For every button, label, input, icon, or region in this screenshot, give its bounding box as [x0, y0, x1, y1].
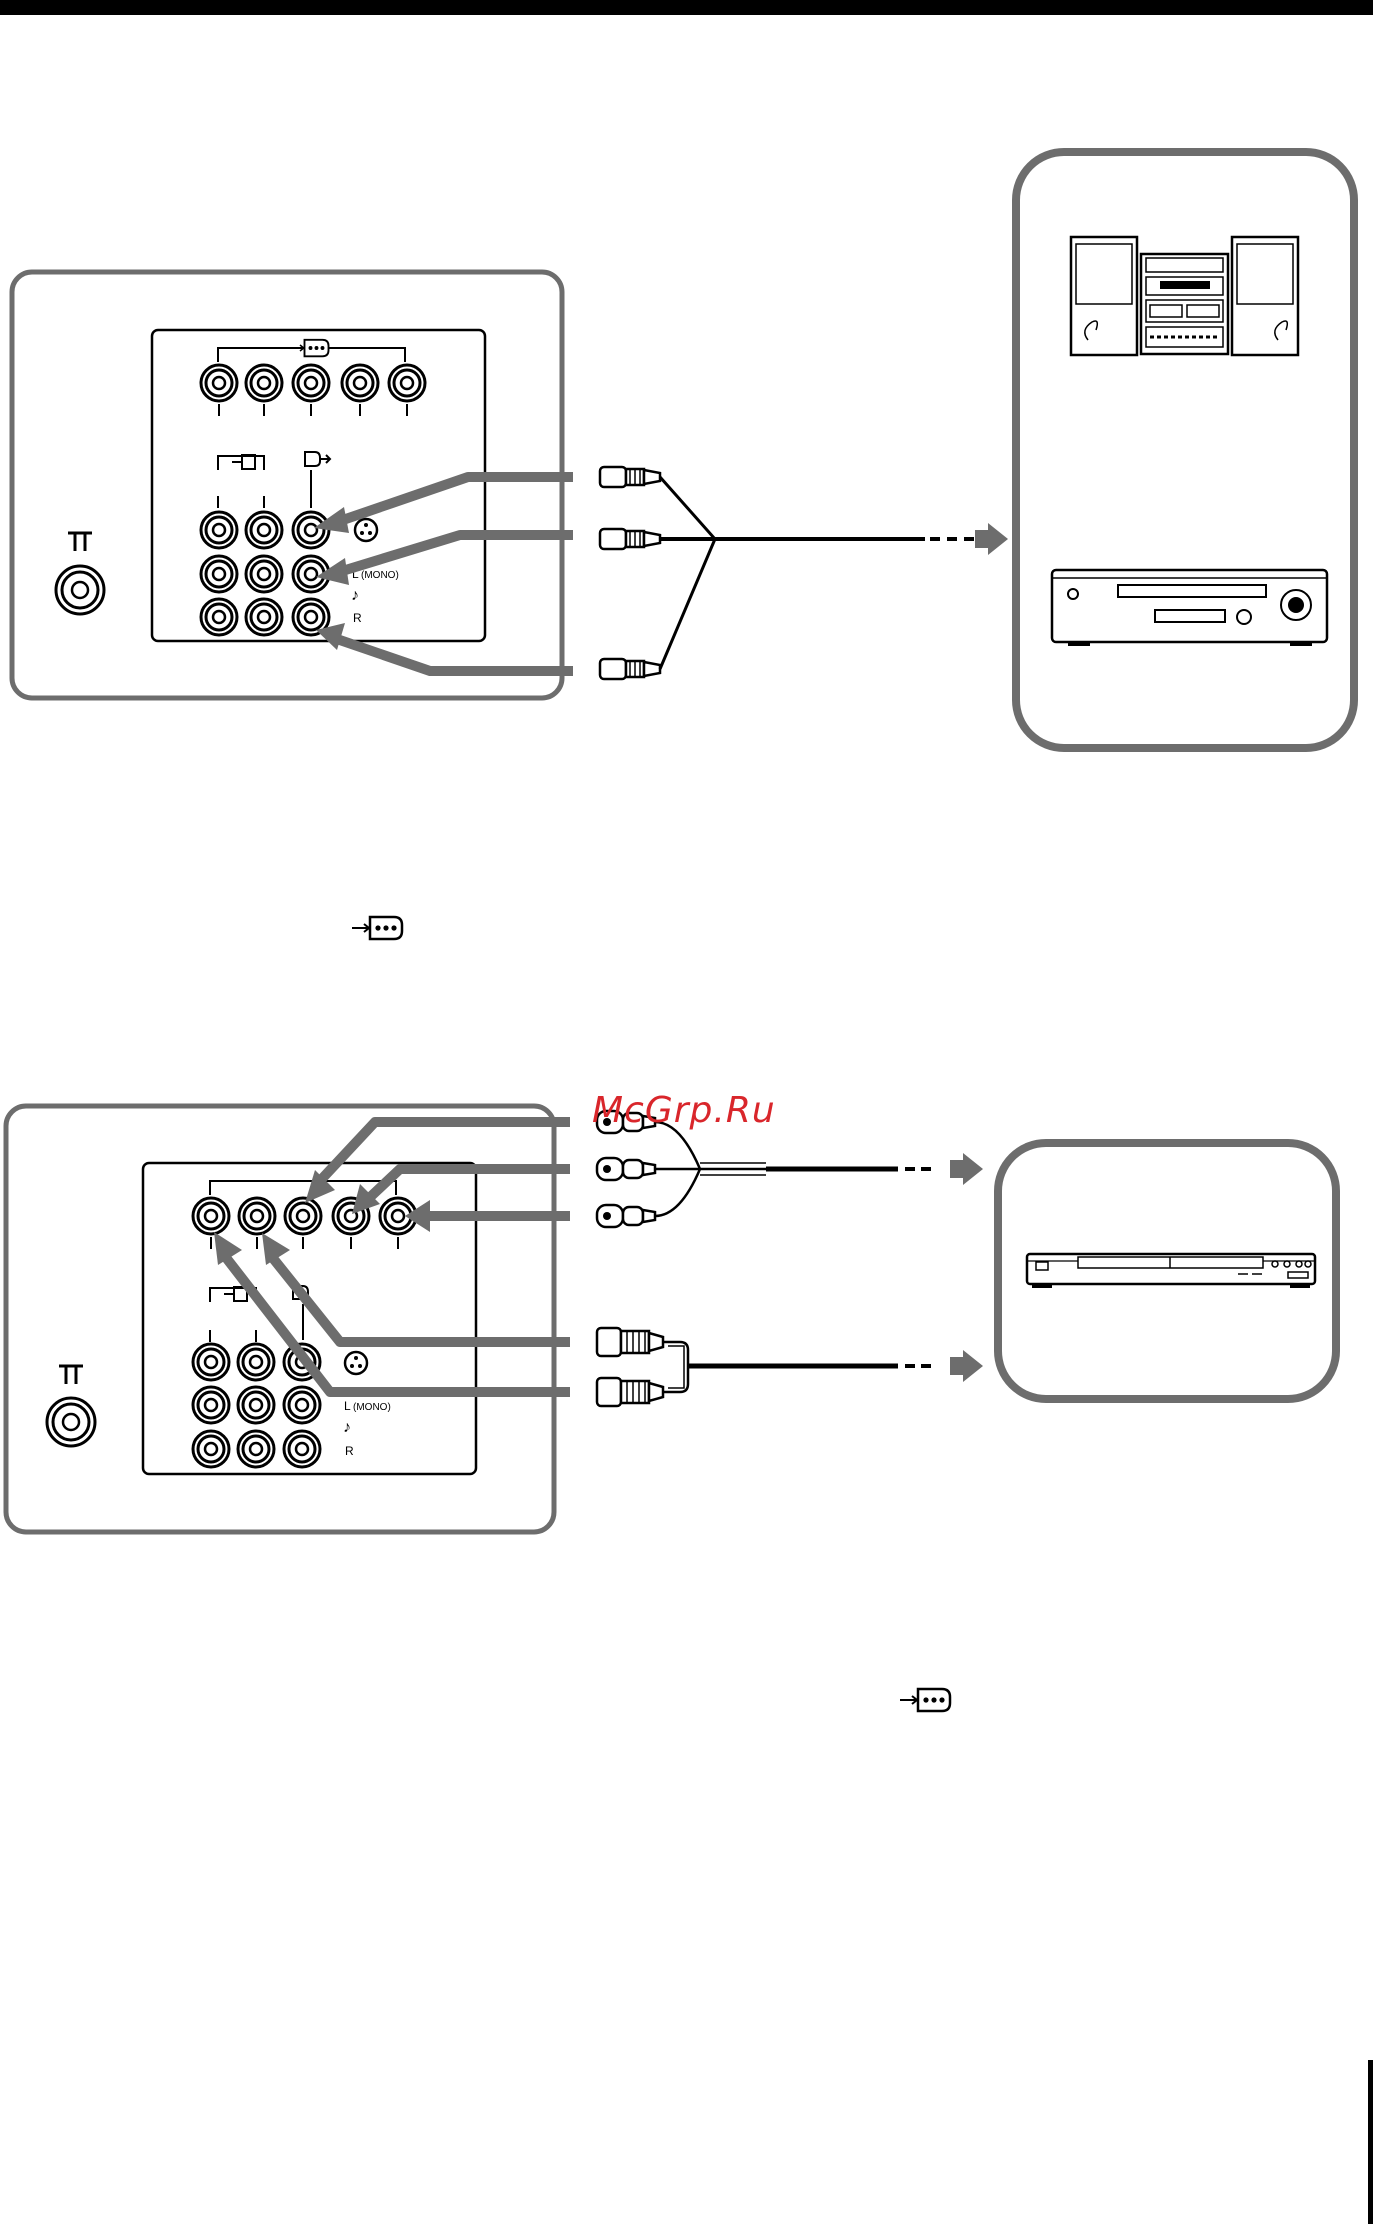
- svg-text:♪: ♪: [351, 587, 359, 604]
- dvd-player-icon[interactable]: [1027, 1254, 1315, 1288]
- audio-right-label: R: [345, 1444, 354, 1458]
- component-input-symbol-icon: [900, 1689, 950, 1711]
- audio-cable[interactable]: [597, 1328, 983, 1406]
- antenna-terminal[interactable]: [56, 566, 104, 614]
- audio-right-label: R: [353, 611, 362, 625]
- audio-left-label: L: [344, 1399, 351, 1413]
- audio-system-icon[interactable]: [1071, 237, 1298, 355]
- audio-note-icon: ♪: [351, 587, 359, 604]
- device-box-top: [1016, 152, 1354, 748]
- svg-text:♪: ♪: [343, 1419, 351, 1436]
- watermark: McGrp.Ru: [592, 1090, 776, 1131]
- antenna-terminal[interactable]: [47, 1398, 95, 1446]
- tv-rear-panel-top: [12, 272, 562, 698]
- audio-mono-label: (MONO): [361, 570, 399, 581]
- vcr-icon[interactable]: [1052, 570, 1327, 646]
- s-video-icon: [355, 519, 377, 541]
- av-cable-top[interactable]: [600, 467, 1008, 679]
- component-input-symbol-icon: [352, 917, 402, 939]
- audio-mono-label: (MONO): [353, 1402, 391, 1413]
